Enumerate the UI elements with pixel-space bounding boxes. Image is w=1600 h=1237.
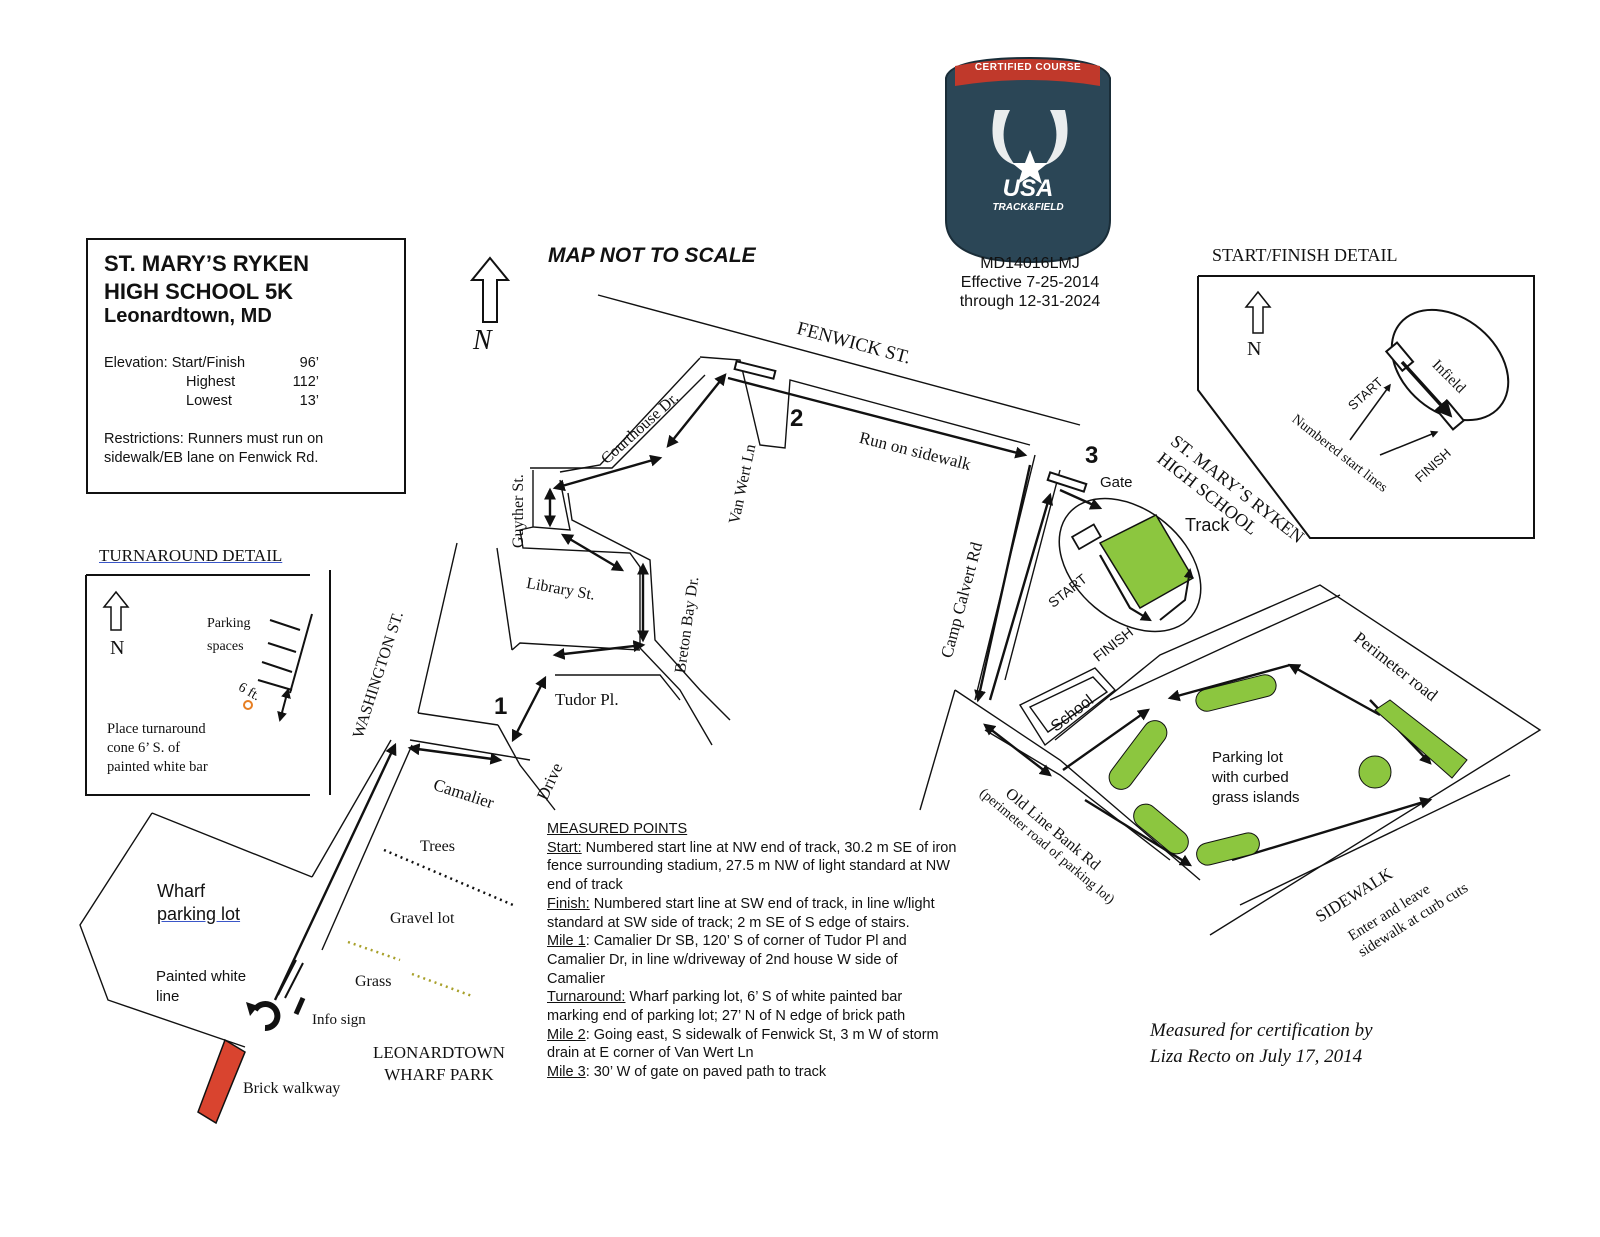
mile-2-marker: 2 <box>790 405 804 432</box>
label-parking-lot: Parking lot with curbed grass islands <box>1212 749 1300 806</box>
trees-line <box>383 848 514 907</box>
measured-point-finish: Finish: Numbered start line at SW end of… <box>547 895 935 931</box>
start-line-marker <box>1070 523 1102 551</box>
map-not-to-scale: MAP NOT TO SCALE <box>548 244 756 267</box>
label-brick-walkway: Brick walkway <box>243 1080 341 1097</box>
badge-brand: USA <box>1002 175 1054 202</box>
label-trees: Trees <box>420 838 455 855</box>
usatf-badge <box>945 56 1111 264</box>
measured-point-start: Start: Numbered start line at NW end of … <box>547 839 957 894</box>
turnaround-note: Place turnaround cone 6’ S. of painted w… <box>107 721 208 775</box>
measured-point-turnaround: Turnaround: Wharf parking lot, 6’ S of w… <box>547 989 906 1025</box>
label-wharf-park: LEONARDTOWN WHARF PARK <box>373 1043 505 1084</box>
course-title: ST. MARY’S RYKEN HIGH SCHOOL 5K <box>104 251 309 304</box>
badge-sub: TRACK&FIELD <box>992 202 1064 213</box>
start-finish-detail-box <box>1197 275 1535 539</box>
label-info-sign: Info sign <box>312 1012 366 1028</box>
measurement-credit: Measured for certification by Liza Recto… <box>1150 1020 1373 1067</box>
restrictions-note: Restrictions: Runners must run on sidewa… <box>104 431 324 466</box>
sf-north-label: N <box>1247 338 1262 360</box>
brick-walkway-shape <box>197 1038 246 1125</box>
north-arrow <box>469 256 511 323</box>
label-wharf-parking: Wharf parking lot <box>157 881 241 924</box>
label-gravel-lot: Gravel lot <box>390 910 455 927</box>
turnaround <box>197 959 306 1125</box>
mile2-bar <box>733 360 777 380</box>
grass-islands <box>1108 674 1468 866</box>
track-infield <box>1098 514 1195 610</box>
label-gate: Gate <box>1100 474 1133 491</box>
label-parking-spaces: Parking spaces <box>207 616 251 654</box>
label-grass: Grass <box>355 973 392 990</box>
cone-marker <box>243 700 253 710</box>
label-tudor-pl: Tudor Pl. <box>555 690 619 709</box>
track <box>1058 497 1202 633</box>
measured-point-mile1: Mile 1: Camalier Dr SB, 120’ S of corner… <box>547 933 907 987</box>
measured-points: MEASURED POINTS Start: Numbered start li… <box>547 820 957 1082</box>
turnaround-north-label: N <box>110 637 125 659</box>
measured-point-mile2: Mile 2: Going east, S sidewalk of Fenwic… <box>547 1026 939 1062</box>
mile-1-marker: 1 <box>494 693 508 720</box>
measured-points-heading: MEASURED POINTS <box>547 821 688 837</box>
badge-top-text: CERTIFIED COURSE <box>974 62 1082 73</box>
measured-point-mile3: Mile 3: 30’ W of gate on paved path to t… <box>547 1064 827 1081</box>
label-painted-white-line: Painted white line <box>156 968 247 1005</box>
mile-3-marker: 3 <box>1085 442 1099 469</box>
turnaround-detail-heading: TURNAROUND DETAIL <box>99 546 283 565</box>
grass-line-2 <box>411 972 473 998</box>
start-finish-detail-heading: START/FINISH DETAIL <box>1212 245 1398 265</box>
course-location: Leonardtown, MD <box>104 305 272 327</box>
north-label: N <box>473 325 492 356</box>
certification-info: MD14016LMJ Effective 7-25-2014 through 1… <box>959 255 1101 310</box>
info-sign-post <box>293 996 306 1016</box>
course-route <box>273 373 1433 1001</box>
mile3-bar <box>1046 471 1088 493</box>
label-guyther-st: Guyther St. <box>510 474 527 548</box>
turnaround-detail-box <box>85 570 331 796</box>
label-track: Track <box>1185 515 1230 535</box>
grass-line-1 <box>347 940 401 962</box>
course-title-box: ST. MARY’S RYKEN HIGH SCHOOL 5K Leonardt… <box>86 238 406 494</box>
